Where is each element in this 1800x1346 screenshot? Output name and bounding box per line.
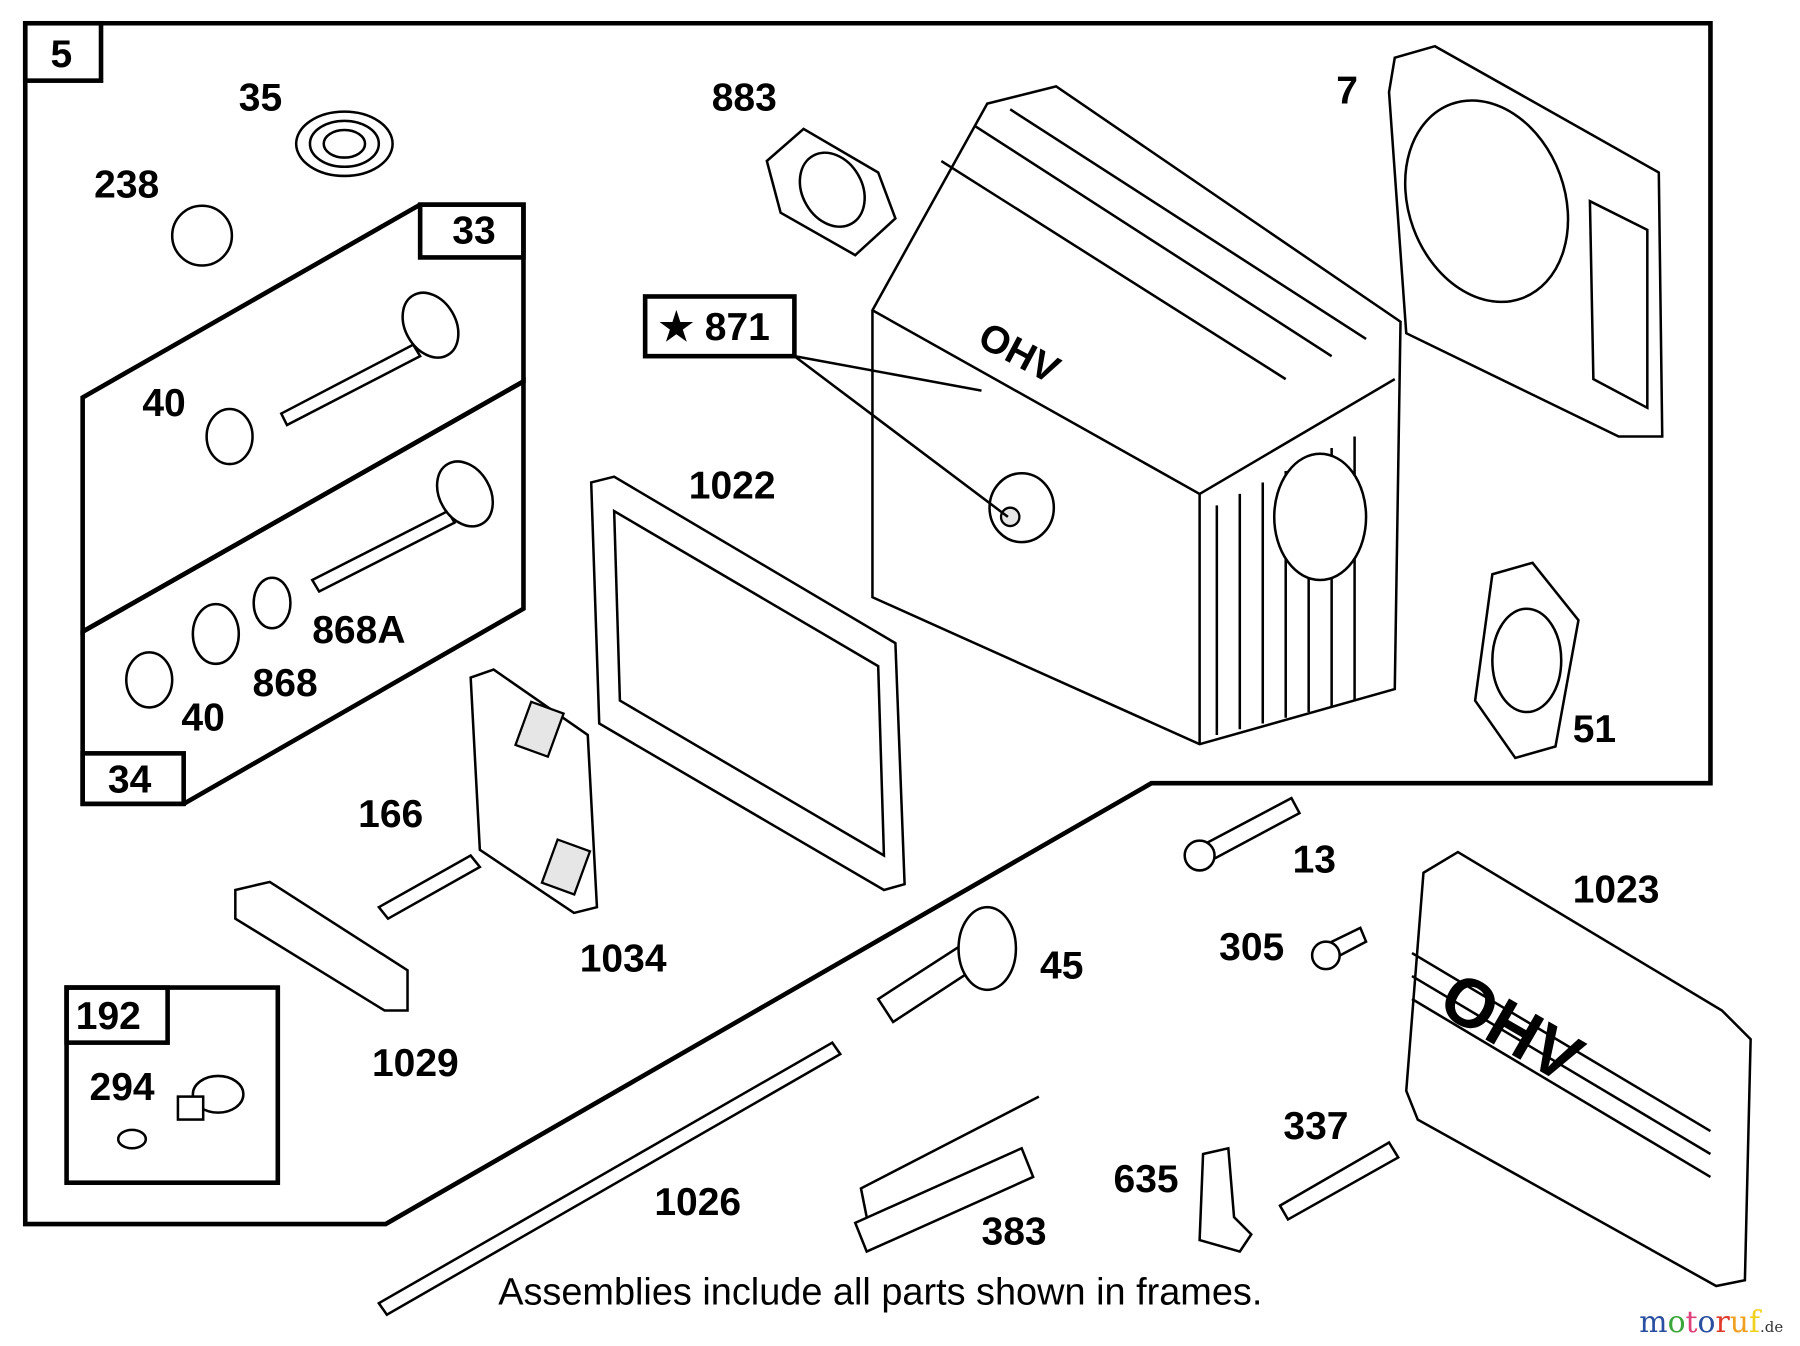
part-label-868: 868: [253, 662, 318, 705]
part-label-40: 40: [181, 696, 224, 739]
valve-cap: [170, 204, 234, 267]
breather-tube: [853, 1095, 1040, 1254]
part-label-1034: 1034: [580, 937, 667, 980]
part-label-305: 305: [1219, 926, 1284, 969]
caption: Assemblies include all parts shown in fr…: [498, 1271, 1262, 1313]
frame-192-tag: [64, 985, 170, 1045]
frame-5-outline: [22, 20, 1713, 1227]
part-label-883: 883: [712, 77, 777, 120]
spark-plug-boot: [1198, 1146, 1253, 1254]
head-bolt: [1183, 796, 1302, 872]
part-label-294: 294: [90, 1066, 155, 1109]
exhaust-valve: [310, 460, 495, 594]
cylinder-head: OHV: [871, 85, 1402, 746]
watermark-logo: motoruf.de: [1639, 1305, 1783, 1340]
part-label-166: 166: [358, 793, 423, 836]
push-rod: [377, 1040, 843, 1317]
part-label-1029: 1029: [372, 1042, 459, 1085]
part-label-7: 7: [1336, 70, 1358, 113]
intake-valve: [279, 291, 460, 427]
frame-34-label: 34: [108, 758, 152, 801]
frame-33-label: 33: [452, 210, 495, 253]
part-label-635: 635: [1114, 1158, 1179, 1201]
valve-cover: OHV: [1404, 850, 1752, 1288]
valve-spring: [294, 110, 394, 178]
part-label-1022: 1022: [689, 465, 776, 508]
part-label-45: 45: [1040, 944, 1083, 987]
part-label-337: 337: [1283, 1105, 1348, 1148]
part-label-51: 51: [1573, 708, 1616, 751]
callout-871-leader: [793, 354, 1009, 518]
rocker-arm: [234, 880, 409, 1012]
part-label-40: 40: [142, 382, 185, 425]
head-gasket: [1387, 44, 1664, 438]
callout-871-box: [642, 294, 797, 359]
valve-cover-gasket: [589, 475, 906, 892]
valve-retainer: [125, 407, 292, 709]
push-rod-guide: [876, 905, 1018, 1024]
part-label-13: 13: [1293, 839, 1336, 882]
part-label-383: 383: [982, 1211, 1047, 1254]
callout-871-label: ★ 871: [659, 306, 770, 349]
spark-plug: [1278, 1140, 1400, 1222]
svg-text:motoruf.de: motoruf.de: [1639, 1305, 1783, 1340]
gasket-883: [765, 127, 897, 257]
frame-33-outline: [80, 202, 526, 636]
frame-33-tag: [417, 202, 526, 260]
part-label-238: 238: [94, 164, 159, 207]
part-label-1023: 1023: [1573, 869, 1660, 912]
part-label-35: 35: [239, 77, 282, 120]
part-label-868A: 868A: [312, 609, 405, 652]
breather-plate: [469, 668, 599, 915]
cover-screw: [1310, 926, 1368, 971]
intake-gasket: [1473, 561, 1580, 760]
frame-5-label: 5: [51, 33, 73, 76]
adjusting-screw: [116, 1074, 245, 1150]
frame-34-tag: [80, 751, 186, 807]
frame-192-label: 192: [76, 995, 141, 1038]
frame-34-outline: [80, 377, 526, 807]
rocker-stud: [376, 853, 482, 921]
frame-5-tag: [22, 20, 104, 83]
frame-192-outline: [64, 985, 281, 1185]
part-label-1026: 1026: [654, 1181, 741, 1224]
